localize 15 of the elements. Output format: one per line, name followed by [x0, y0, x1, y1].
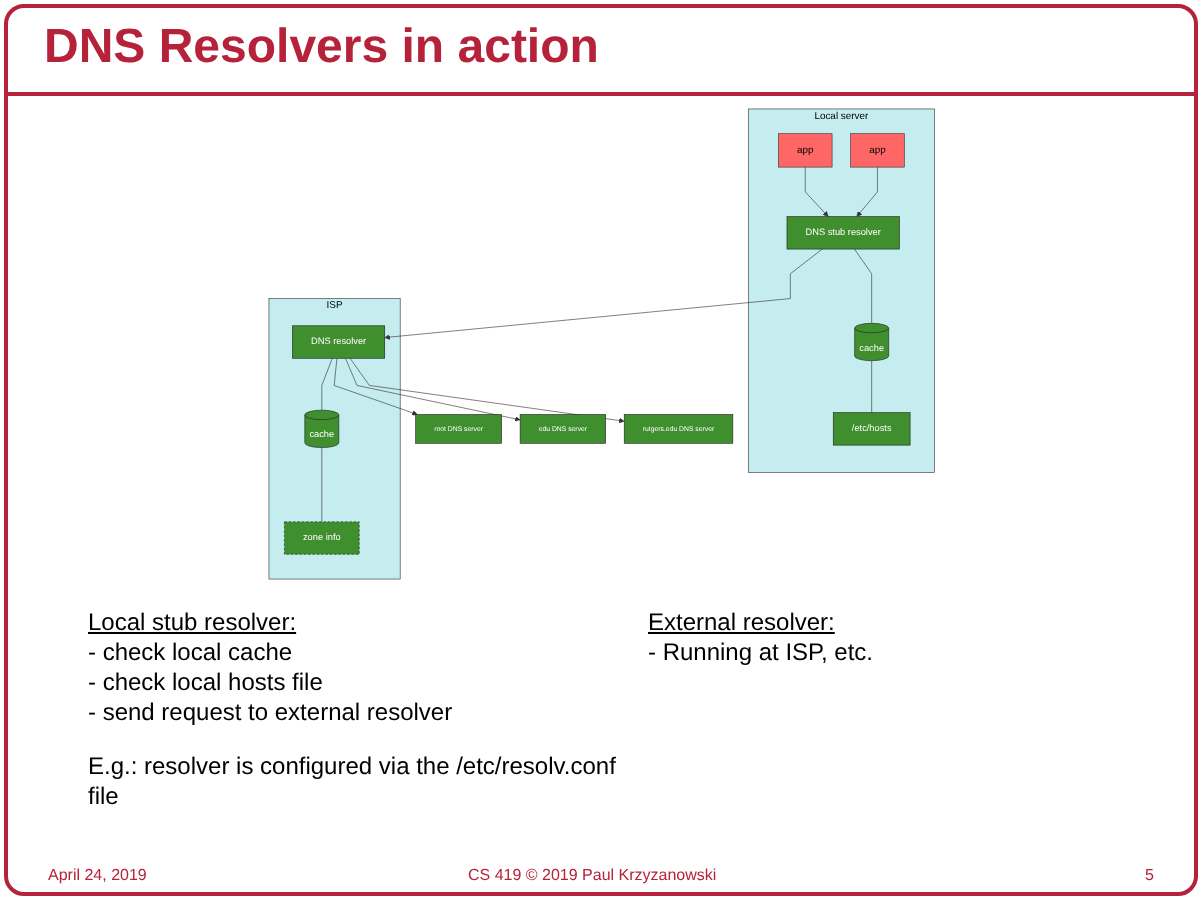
footer-credit: CS 419 © 2019 Paul Krzyzanowski	[468, 866, 717, 884]
connector	[871, 360, 873, 413]
connector	[321, 447, 323, 523]
note-line: - check local hosts file	[88, 668, 325, 698]
note-heading: Local stub resolver:	[88, 608, 299, 638]
slide-title: DNS Resolvers in action	[44, 20, 599, 76]
connector	[321, 357, 333, 411]
footer-date: April 24, 2019	[48, 866, 147, 884]
note-heading: External resolver:	[648, 608, 837, 638]
note-text: E.g.: resolver is configured via the /etc/resolv.conf file	[88, 752, 618, 812]
connector	[854, 248, 873, 324]
page-number: 5	[1145, 866, 1154, 884]
note-line: - send request to external resolver	[88, 698, 455, 728]
note-line: - check local cache	[88, 638, 295, 668]
note-line: - Running at ISP, etc.	[648, 638, 876, 668]
